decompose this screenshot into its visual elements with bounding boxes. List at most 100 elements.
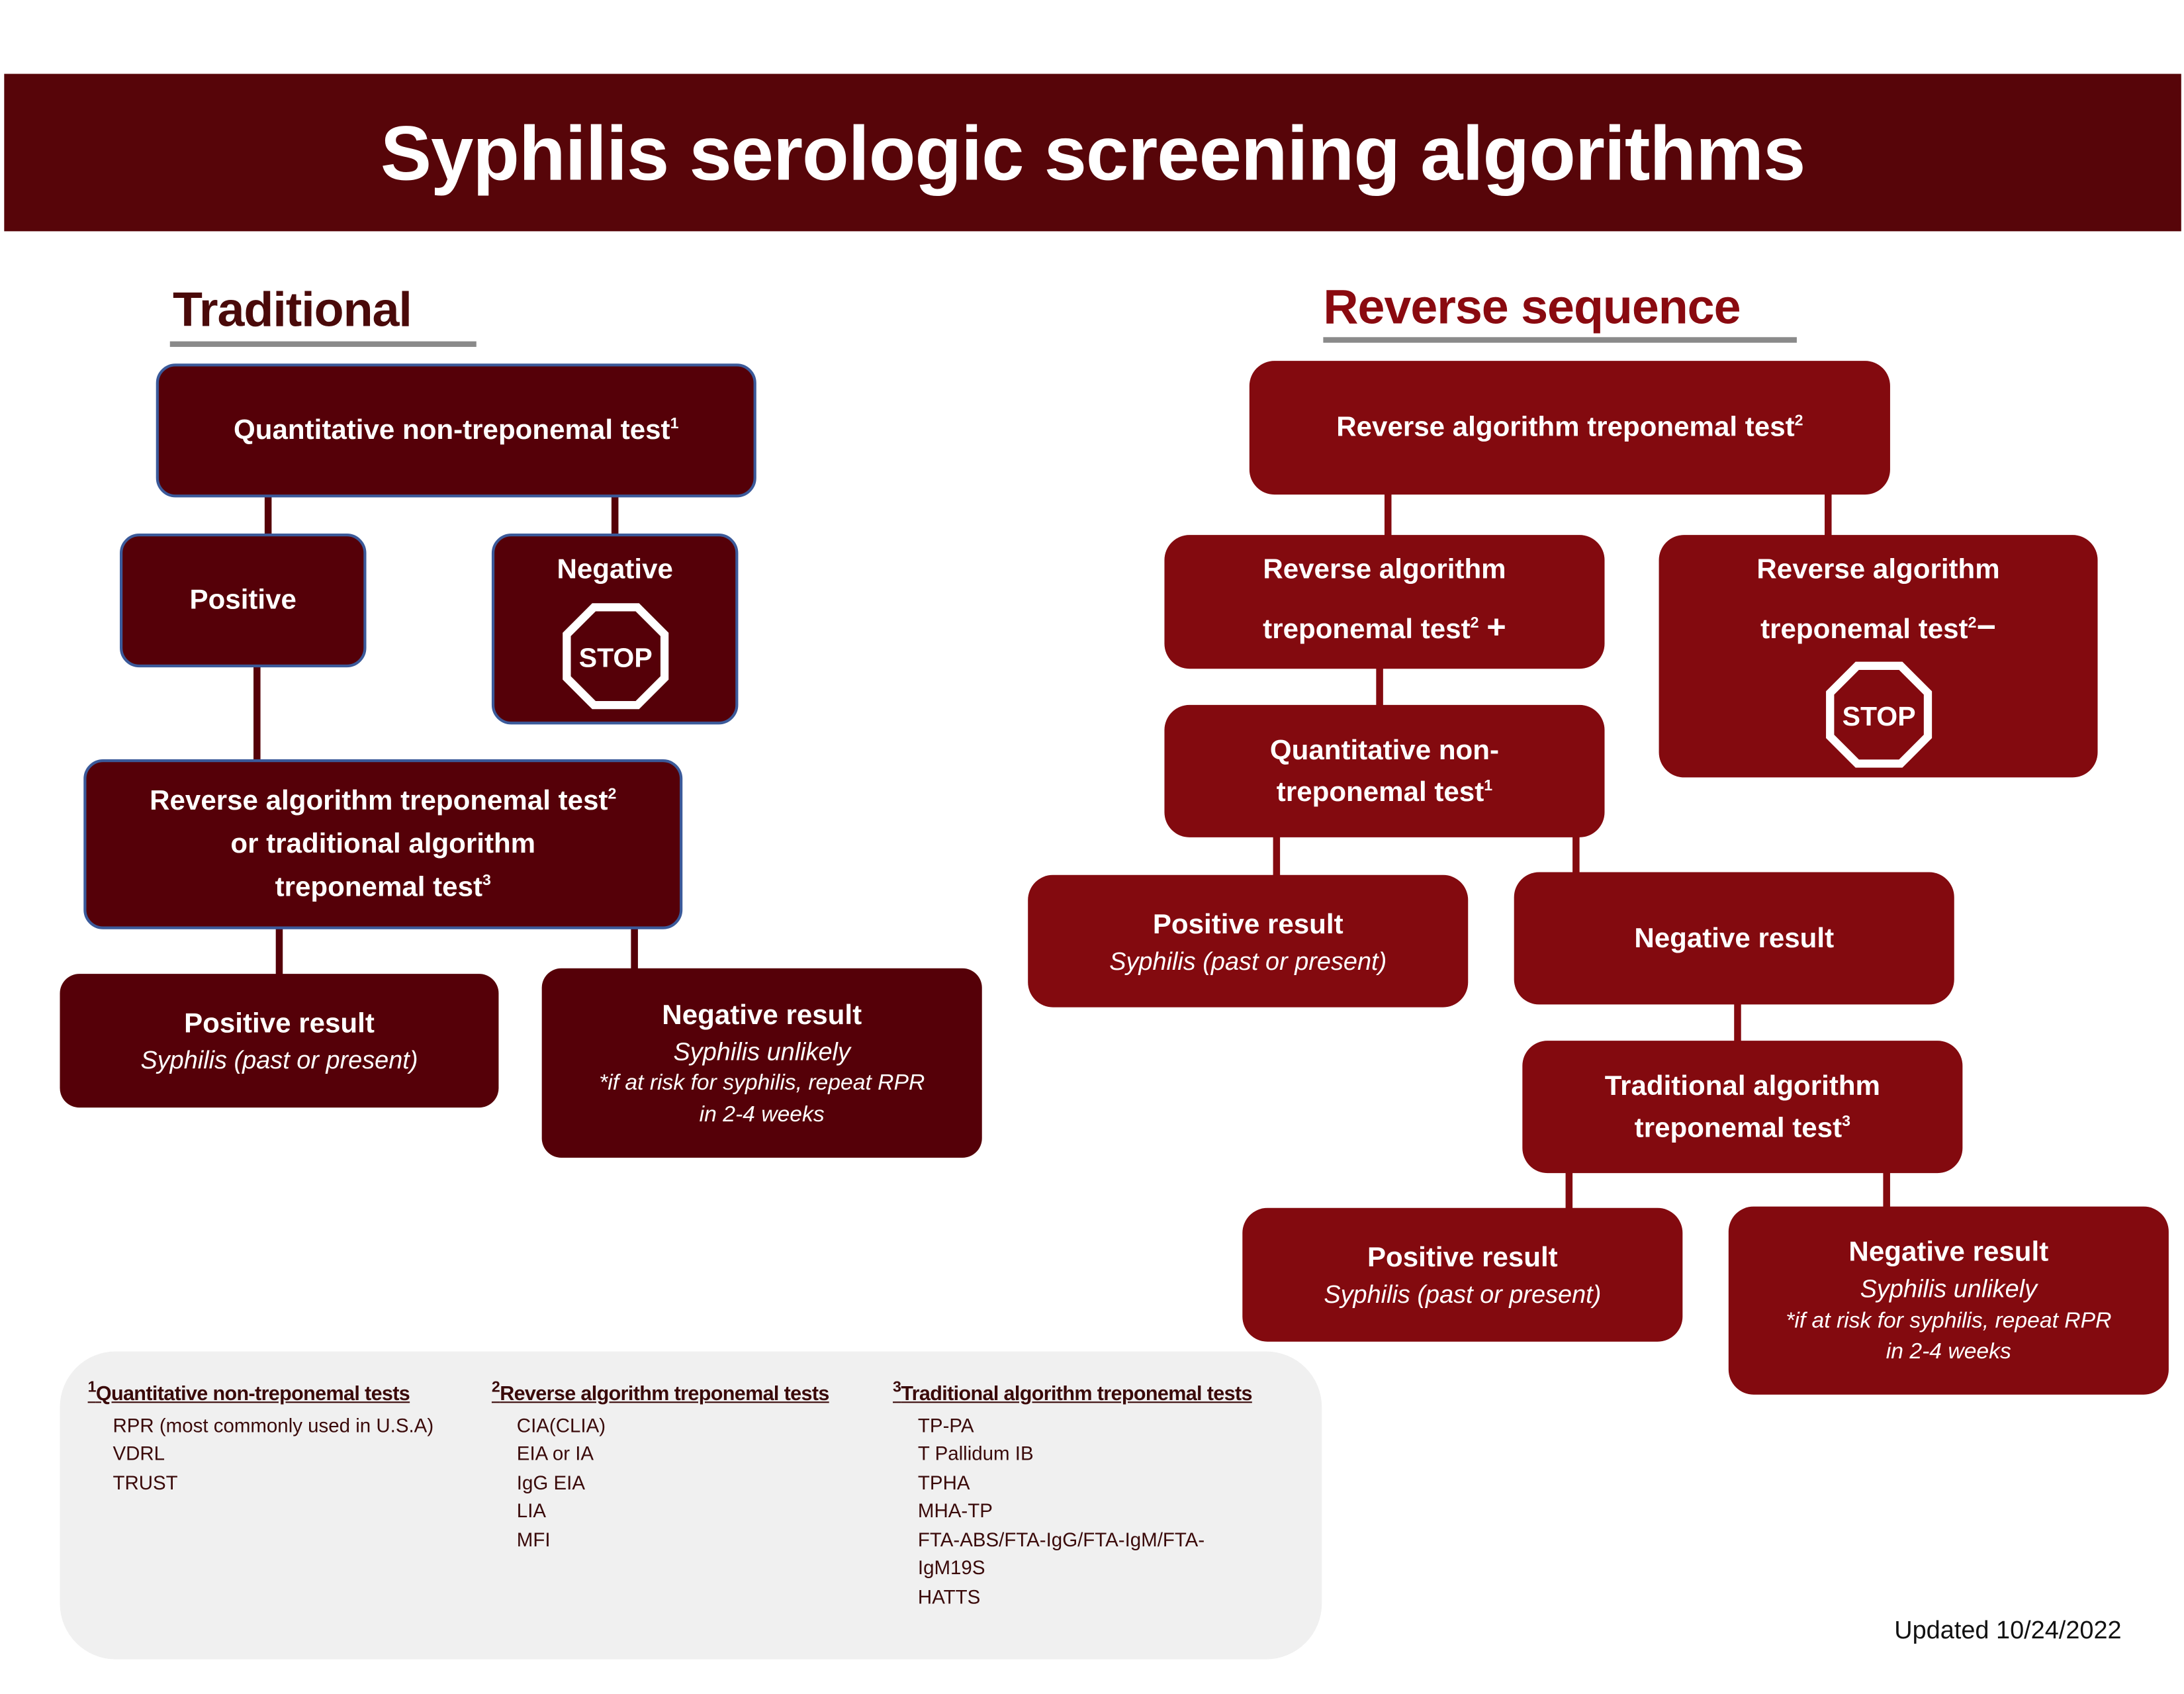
connector bbox=[1376, 665, 1383, 708]
footnote-item: CIA(CLIA) bbox=[516, 1413, 606, 1436]
traditional-negative-box: Negative STOP bbox=[491, 534, 739, 725]
traditional-positive-result-box: Positive result Syphilis (past or presen… bbox=[60, 974, 499, 1108]
footnote-title: 3Traditional algorithm treponemal tests bbox=[893, 1380, 1252, 1406]
box-note: in 2-4 weeks bbox=[1886, 1341, 2011, 1364]
reverse-final-negative-result-box: Negative result Syphilis unlikely *if at… bbox=[1728, 1206, 2169, 1395]
box-label: Positive result bbox=[1152, 909, 1343, 941]
reverse-positive-result-box: Positive result Syphilis (past or presen… bbox=[1028, 874, 1469, 1008]
box-label: Negative result bbox=[1634, 923, 1835, 954]
box-label: treponemal test bbox=[1276, 776, 1484, 808]
box-label: Positive bbox=[189, 585, 296, 616]
footnote-item: VDRL bbox=[113, 1442, 165, 1465]
footnote-item: RPR (most commonly used in U.S.A) bbox=[113, 1413, 434, 1436]
footnote-number: 1 bbox=[87, 1379, 97, 1396]
box-label: Negative result bbox=[662, 1000, 862, 1031]
footnote-item: MFI bbox=[516, 1528, 551, 1551]
connector bbox=[1572, 834, 1580, 875]
footnote-item: IgM19S bbox=[917, 1556, 985, 1579]
box-label: Quantitative non- bbox=[1269, 735, 1500, 766]
plus-sign: + bbox=[1486, 609, 1506, 647]
connector bbox=[611, 494, 619, 537]
footnote-title-text: Quantitative non-treponemal tests bbox=[95, 1383, 410, 1406]
reverse-final-positive-result-box: Positive result Syphilis (past or presen… bbox=[1242, 1207, 1683, 1342]
footnote-ref: 2 bbox=[1968, 615, 1977, 632]
footnotes-panel: 1Quantitative non-treponemal tests RPR (… bbox=[60, 1351, 1322, 1660]
footnote-item: TRUST bbox=[113, 1471, 178, 1493]
box-label: treponemal test bbox=[1263, 614, 1471, 645]
box-sublabel: Syphilis unlikely bbox=[673, 1037, 850, 1066]
box-label: Positive result bbox=[184, 1009, 375, 1040]
box-label: Reverse algorithm treponemal test bbox=[150, 784, 608, 816]
footnote-column-3: 3Traditional algorithm treponemal tests … bbox=[893, 1380, 1252, 1611]
connector bbox=[1565, 1170, 1573, 1211]
box-label: treponemal test bbox=[1634, 1112, 1843, 1143]
footnote-ref: 2 bbox=[1470, 615, 1479, 632]
stop-sign-icon: STOP bbox=[1825, 661, 1932, 768]
minus-sign: − bbox=[1976, 609, 1996, 647]
traditional-treponemal-test-box: Reverse algorithm treponemal test2 or tr… bbox=[83, 759, 683, 929]
footnote-ref: 3 bbox=[1842, 1113, 1851, 1130]
box-sublabel: Syphilis unlikely bbox=[1860, 1275, 2038, 1303]
connector bbox=[1883, 1170, 1890, 1209]
traditional-positive-box: Positive bbox=[119, 534, 367, 668]
footnote-item: FTA-ABS/FTA-IgG/FTA-IgM/FTA- bbox=[917, 1528, 1205, 1551]
footnote-item: MHA-TP bbox=[917, 1499, 993, 1522]
box-label: Traditional algorithm bbox=[1604, 1070, 1880, 1102]
footnote-item: TP-PA bbox=[917, 1413, 974, 1436]
footnote-number: 3 bbox=[893, 1379, 901, 1396]
footnote-title: 1Quantitative non-treponemal tests bbox=[88, 1380, 434, 1406]
traditional-heading: Traditional bbox=[172, 283, 412, 338]
stop-label: STOP bbox=[1842, 701, 1915, 731]
reverse-traditional-treponemal-test-box: Traditional algorithm treponemal test3 bbox=[1522, 1041, 1963, 1174]
box-label: treponemal test bbox=[275, 871, 483, 902]
connector bbox=[253, 665, 261, 763]
footnote-number: 2 bbox=[491, 1379, 500, 1396]
title-banner: Syphilis serologic screening algorithms bbox=[4, 73, 2181, 232]
footnote-title-text: Traditional algorithm treponemal tests bbox=[901, 1383, 1252, 1406]
connector bbox=[1384, 491, 1392, 538]
reverse-treponemal-test-box: Reverse algorithm treponemal test2 bbox=[1249, 361, 1890, 495]
connector bbox=[1734, 1002, 1741, 1044]
box-label: or traditional algorithm bbox=[230, 828, 536, 859]
stop-label: STOP bbox=[578, 642, 652, 673]
box-label: Positive result bbox=[1367, 1243, 1558, 1274]
footnote-item: LIA bbox=[516, 1499, 547, 1522]
box-sublabel: Syphilis (past or present) bbox=[1324, 1280, 1602, 1309]
box-label: Negative bbox=[557, 553, 673, 585]
box-note: *if at risk for syphilis, repeat RPR bbox=[1786, 1309, 2112, 1333]
footnote-column-2: 2Reverse algorithm treponemal tests CIA(… bbox=[492, 1380, 829, 1554]
connector bbox=[264, 494, 272, 537]
connector bbox=[1825, 491, 1832, 538]
box-sublabel: Syphilis (past or present) bbox=[140, 1047, 418, 1075]
footnote-item: IgG EIA bbox=[516, 1471, 585, 1493]
reverse-heading: Reverse sequence bbox=[1323, 280, 1741, 335]
reverse-underline bbox=[1323, 337, 1797, 343]
connector bbox=[275, 926, 283, 977]
reverse-treponemal-negative-box: Reverse algorithm treponemal test2− STOP bbox=[1659, 535, 2098, 778]
footnote-item: HATTS bbox=[917, 1585, 981, 1608]
box-label: Quantitative non-treponemal test bbox=[234, 415, 670, 446]
stop-sign-icon: STOP bbox=[562, 602, 668, 709]
footnote-ref: 1 bbox=[1484, 777, 1493, 794]
box-label: Reverse algorithm bbox=[1263, 555, 1506, 586]
footnote-title-text: Reverse algorithm treponemal tests bbox=[500, 1383, 829, 1406]
connector bbox=[1273, 834, 1281, 878]
page-title: Syphilis serologic screening algorithms bbox=[380, 109, 1805, 196]
connector bbox=[631, 926, 638, 971]
box-label: Negative result bbox=[1848, 1237, 2049, 1269]
box-label: Reverse algorithm bbox=[1756, 555, 2000, 586]
box-label: Reverse algorithm treponemal test bbox=[1336, 412, 1795, 444]
reverse-nontreponemal-test-box: Quantitative non- treponemal test1 bbox=[1164, 704, 1605, 837]
box-sublabel: Syphilis (past or present) bbox=[1109, 947, 1387, 975]
footnote-column-1: 1Quantitative non-treponemal tests RPR (… bbox=[88, 1380, 434, 1497]
traditional-nontreponemal-test-box: Quantitative non-treponemal test1 bbox=[156, 363, 756, 498]
box-note: in 2-4 weeks bbox=[699, 1103, 825, 1127]
footnote-item: T Pallidum IB bbox=[917, 1442, 1034, 1465]
footnote-title: 2Reverse algorithm treponemal tests bbox=[492, 1380, 829, 1406]
updated-date: Updated 10/24/2022 bbox=[1894, 1616, 2122, 1644]
box-note: *if at risk for syphilis, repeat RPR bbox=[599, 1072, 925, 1096]
footnote-item: EIA or IA bbox=[516, 1442, 594, 1465]
box-label: treponemal test bbox=[1760, 614, 1968, 645]
reverse-negative-result-box: Negative result bbox=[1514, 872, 1954, 1005]
